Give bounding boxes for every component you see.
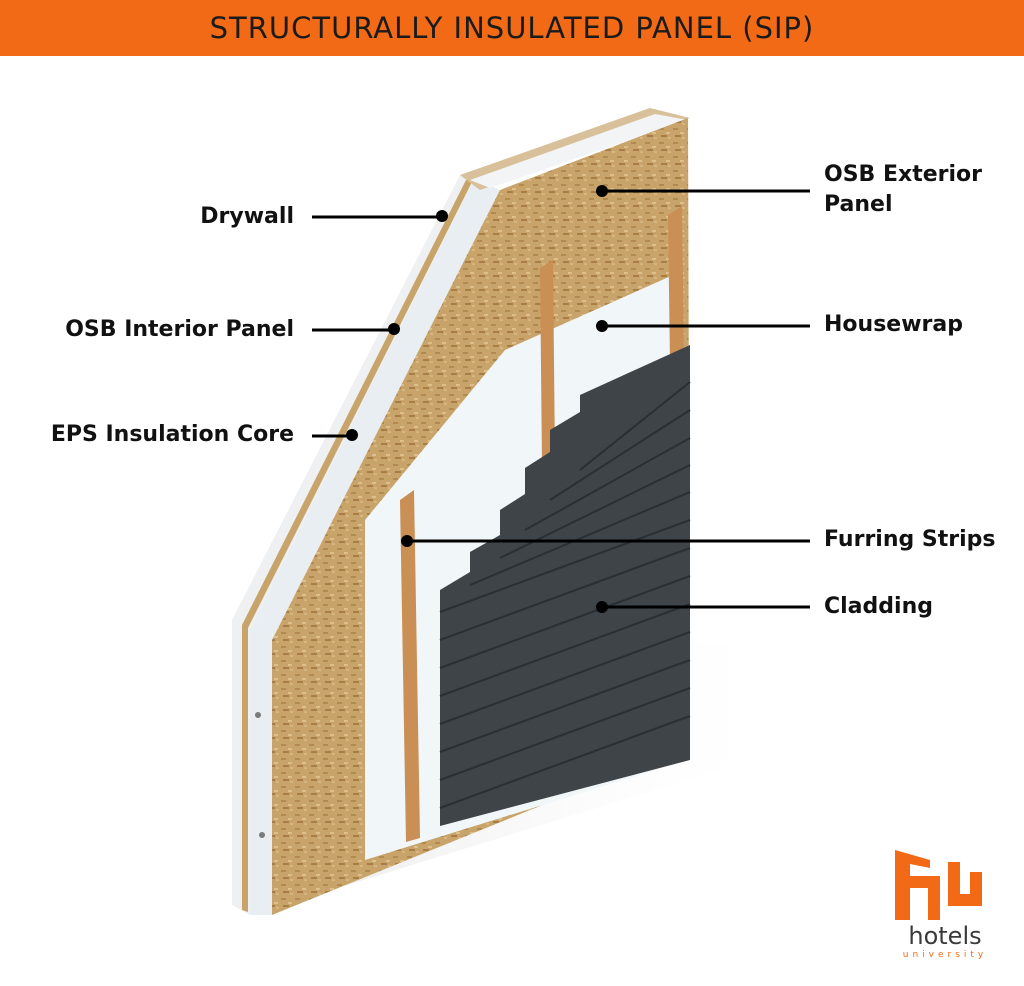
dot-osb-exterior [596, 185, 608, 197]
side-hole [255, 712, 261, 718]
top-edge-eps [470, 114, 688, 188]
label-housewrap: Housewrap [824, 312, 963, 337]
dot-furring [401, 535, 413, 547]
furring-strip-middle [540, 260, 555, 466]
label-osb-interior-panel: OSB Interior Panel [65, 317, 294, 342]
drywall-layer [232, 170, 480, 915]
leader-lines [312, 185, 810, 613]
label-furring-strips: Furring Strips [824, 527, 996, 552]
dot-cladding [596, 601, 608, 613]
eps-core-edge [250, 178, 500, 915]
osb-interior-edge [242, 178, 474, 912]
brand-name: hotels [908, 922, 982, 950]
label-osb-exterior-line2: Panel [824, 192, 893, 217]
furring-strip-left [400, 490, 420, 842]
dot-drywall [436, 210, 448, 222]
label-cladding: Cladding [824, 594, 933, 619]
dot-eps [346, 429, 358, 441]
label-drywall: Drywall [200, 204, 294, 229]
cladding-boards [439, 345, 691, 826]
side-hole [259, 832, 265, 838]
brand-tagline: university [902, 950, 988, 960]
page-title: STRUCTURALLY INSULATED PANEL (SIP) [209, 11, 815, 45]
dot-housewrap [596, 320, 608, 332]
label-eps-insulation-core: EPS Insulation Core [50, 422, 294, 447]
title-banner: STRUCTURALLY INSULATED PANEL (SIP) [0, 0, 1024, 56]
hu-logo [895, 850, 982, 920]
label-osb-exterior-line1: OSB Exterior [824, 162, 982, 187]
furring-strip-right [668, 206, 684, 364]
dot-osb-interior [388, 323, 400, 335]
